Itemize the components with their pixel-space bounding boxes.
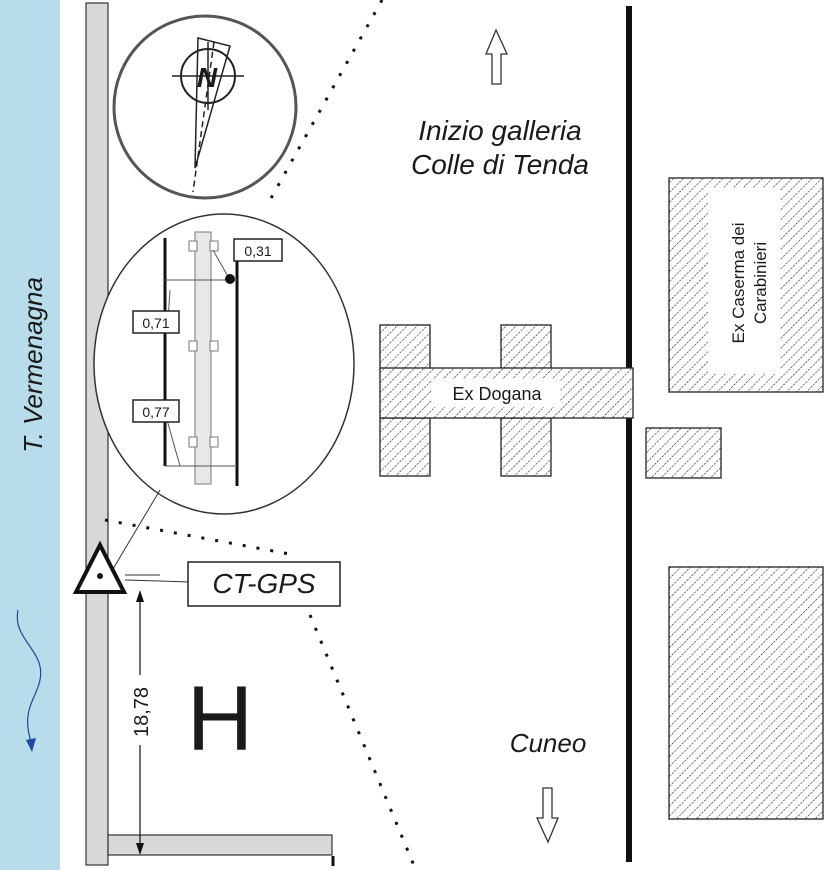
caserma-label-line1: Ex Caserma dei [729,223,748,344]
small-building [645,427,722,479]
bottom-strip [107,834,333,856]
inset-value-1: 0,31 [244,243,271,259]
cuneo-label: Cuneo [510,728,587,758]
inset-value-3: 0,77 [142,404,169,420]
distance-label: 18,78 [131,687,153,737]
river-band [0,0,60,870]
river-label: T. Vermenagna [18,277,48,453]
arrow-up-icon [485,28,509,85]
arrow-down-icon [535,787,559,844]
bank-strip [85,2,109,866]
tunnel-label-line1: Inizio galleria [418,115,581,146]
detail-inset: 0,31 0,71 0,77 [93,213,355,515]
flow-arrow-icon [16,609,42,746]
helipad-label: H [187,668,253,770]
compass-north-letter: N [197,62,218,93]
flow-arrowhead [26,738,36,752]
station-label: CT-GPS [212,568,316,599]
dimension-arrow-bottom [136,843,144,855]
station-label-box [187,561,341,607]
ex-caserma-building [668,177,824,393]
survey-triangle-icon [72,540,128,594]
dimension-arrow-top [136,590,144,602]
large-building [668,566,824,820]
inset-point [225,274,235,284]
inset-leader-1 [109,489,161,575]
compass-icon: N [112,14,298,200]
inset-leader-2 [124,579,191,583]
ex-dogana-label: Ex Dogana [452,384,542,404]
inset-value-2: 0,71 [142,315,169,331]
ex-dogana-building [379,324,634,477]
tunnel-label-line2: Colle di Tenda [411,149,589,180]
caserma-label-line2: Carabinieri [751,242,770,324]
boundary-dots [104,0,417,869]
